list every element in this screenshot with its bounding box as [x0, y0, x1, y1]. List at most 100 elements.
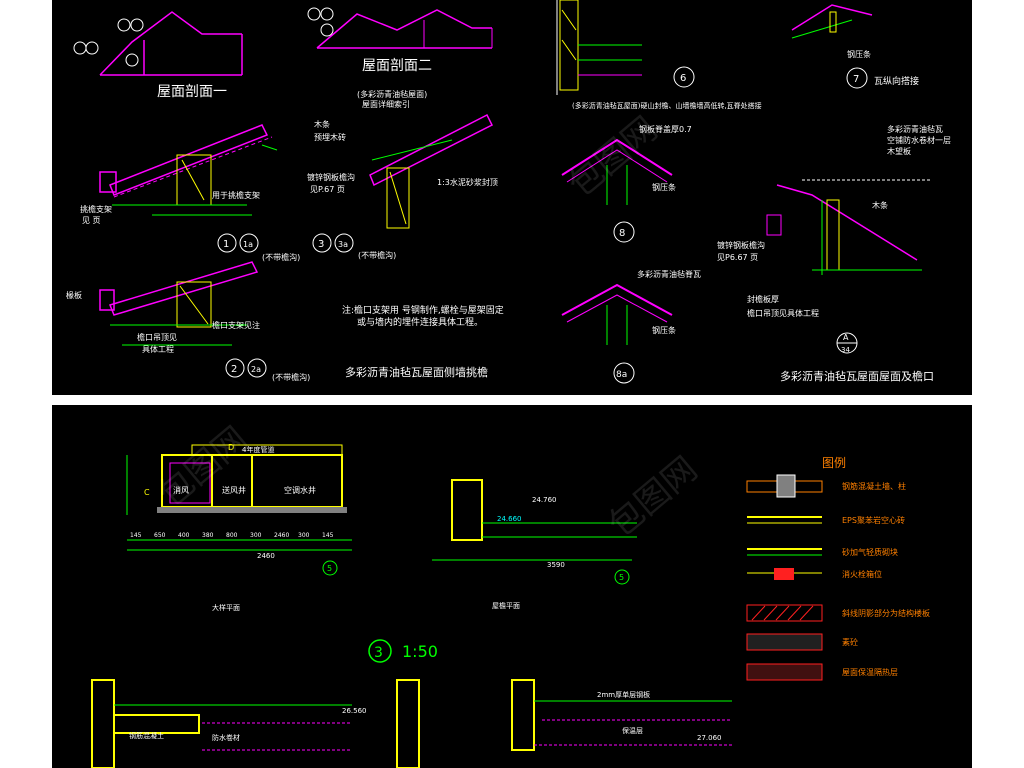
ridge-strip-label: 钢压条: [847, 49, 871, 59]
elev-note-1: 4年度管道: [242, 445, 274, 454]
level-c-label: 26.560: [342, 707, 367, 715]
wood-strip-b-label: 木条: [872, 200, 888, 210]
see-p67-label: 见P.67 页: [310, 185, 345, 194]
callout-a-letter: A: [843, 333, 849, 342]
detail-2a-number: 2a: [251, 365, 261, 374]
plan-label-2: 屋檐平面: [492, 601, 520, 610]
scale-circle: [368, 639, 392, 663]
no-gutter-label-2: (不带檐沟): [358, 250, 396, 260]
no-gutter-label-1: (不带檐沟): [262, 252, 300, 262]
galvanized-gutter-label: 镀锌钢板檐沟: [307, 172, 355, 182]
room-1-label: 消风: [173, 485, 189, 495]
legend-item-label: 钢筋混凝土墙、柱: [842, 481, 906, 491]
detail-3a-number: 3a: [338, 240, 348, 249]
callout-a-number: 34: [841, 346, 850, 354]
top-drawing-canvas: 屋面剖面一 屋面剖面二 (多彩沥青油毡屋面) 屋面详细索引 用于挑檐支架 挑檐支…: [66, 0, 951, 384]
eave-support-label: 挑檐支架: [80, 204, 112, 214]
eave-support-see: 檐口支架见注: [212, 320, 260, 330]
dimension-label: 650: [154, 532, 166, 539]
dimension-label: 2460: [274, 532, 289, 539]
cement-mortar-label: 1:3水泥砂浆封顶: [437, 177, 498, 187]
roof-section-1-drawing: [73, 11, 243, 76]
legend-item-label: 消火栓箱位: [842, 569, 882, 579]
roof-section-2-drawing: [307, 7, 493, 49]
detail-6-number: 6: [680, 73, 686, 84]
detail-3-drawing: [369, 113, 494, 229]
plan-1-drawing: [126, 444, 352, 576]
axis-c-label: C: [144, 488, 150, 497]
detail-8a-ridge-drawing: [561, 283, 673, 384]
multicolor-ridge-label: 多彩沥青油毡脊瓦: [637, 269, 701, 279]
dim-right: 3590: [547, 561, 565, 569]
axis-5a-label: 5: [327, 564, 332, 573]
ridge-connect-label: 瓦纵向搭接: [874, 75, 919, 87]
plan-2-drawing: [432, 479, 637, 585]
scale-ratio: 1:50: [402, 642, 438, 661]
detail-1-eave-drawing: [99, 124, 278, 216]
dimension-label: 380: [202, 532, 214, 539]
detail-1-callout: [217, 233, 259, 253]
dimension-label: 300: [250, 532, 262, 539]
multicolor-note-2: 屋面详细索引: [362, 99, 410, 109]
no-gutter-label-3: (不带檐沟): [272, 372, 310, 382]
detail-3-number: 3: [318, 239, 324, 250]
roof-section-1-label: 屋面剖面一: [157, 84, 227, 100]
legend-a2: 空铺防水卷材一层: [887, 135, 951, 145]
scale-number: 3: [374, 645, 383, 661]
bottom-label-3: 保温层: [622, 726, 643, 735]
legend-item-label: 砂加气轻质砌块: [842, 547, 898, 557]
legend-item-label: 素砼: [842, 637, 858, 647]
detail-8-number: 8: [619, 228, 625, 239]
legend-title: 图例: [822, 456, 846, 470]
detail-2-eave-drawing: [99, 261, 259, 346]
detail-a-eave-drawing: [766, 179, 932, 354]
axis-d-label: D: [228, 443, 234, 452]
caption-right: 多彩沥青油毡瓦屋面屋面及檐口: [780, 369, 934, 383]
dimension-label: 400: [178, 532, 190, 539]
detail-7-drawing: [791, 4, 873, 89]
detail-2-number: 2: [231, 364, 237, 375]
level-b-label: 24.660: [497, 515, 522, 523]
note-line-2: 或与墙内的埋件连接具体工程。: [357, 316, 483, 328]
see-page-note: 见 页: [82, 216, 101, 225]
bottom-label-4: 2mm厚单层钢板: [597, 690, 650, 699]
note-line-1: 注:檐口支架用 号钢制作,螺栓与屋架固定: [342, 304, 504, 316]
gutter-a-label: 镀锌钢板檐沟: [717, 240, 765, 250]
detail-6-drawing: [556, 0, 695, 95]
eave-ceiling-label: 檐口吊顶见: [137, 332, 177, 342]
gable-note: (多彩沥青油毡瓦屋面)硬山封檐、山墙檐墙高低转,瓦脊处搭接: [572, 101, 762, 110]
dim-total: 2460: [257, 552, 275, 560]
caption-left: 多彩沥青油毡瓦屋面侧墙挑檐: [345, 365, 488, 379]
room-2-label: 送风井: [222, 485, 246, 495]
dimension-label: 145: [322, 532, 334, 539]
eave-board-label: 封檐板厚: [747, 294, 779, 304]
steel-strip-label-2: 钢压条: [652, 325, 676, 335]
eave-ceiling-b-label: 檐口吊顶见具体工程: [747, 308, 819, 318]
detail-8a-number: 8a: [616, 370, 627, 380]
dimension-label: 145: [130, 532, 142, 539]
legend-item-label: 斜线阴影部分为结构楼板: [842, 608, 930, 618]
roof-section-2-label: 屋面剖面二: [362, 58, 432, 74]
detail-1-number: 1: [223, 239, 229, 250]
legend-item-label: 屋面保温隔热层: [842, 667, 898, 677]
detail-8-ridge-drawing: [561, 138, 673, 243]
dimension-label: 300: [298, 532, 310, 539]
axis-5b-label: 5: [619, 573, 624, 582]
detail-7-number: 7: [853, 74, 859, 85]
see-p68-label: 见P6.67 页: [717, 253, 758, 262]
level-d-label: 27.060: [697, 734, 722, 742]
eave-ceiling-label-2: 具体工程: [142, 344, 174, 354]
bottom-detail-right: [396, 679, 732, 768]
eave-support-note: 用于挑檐支架: [212, 190, 260, 200]
preembed-wood-label: 预埋木砖: [314, 132, 346, 142]
room-3-label: 空调水井: [284, 485, 316, 495]
legend-labels: 钢筋混凝土墙、柱 EPS聚苯岩空心砖砂加气轻质砌块消火栓箱位斜线阴影部分为结构楼板…: [842, 481, 930, 677]
legend-swatches: [746, 474, 823, 681]
detail-3-callout: [312, 233, 354, 253]
legend-item-label: EPS聚苯岩空心砖: [842, 515, 905, 525]
legend-a1: 多彩沥青油毡瓦: [887, 124, 943, 134]
plan-label-1: 大样平面: [212, 603, 240, 612]
